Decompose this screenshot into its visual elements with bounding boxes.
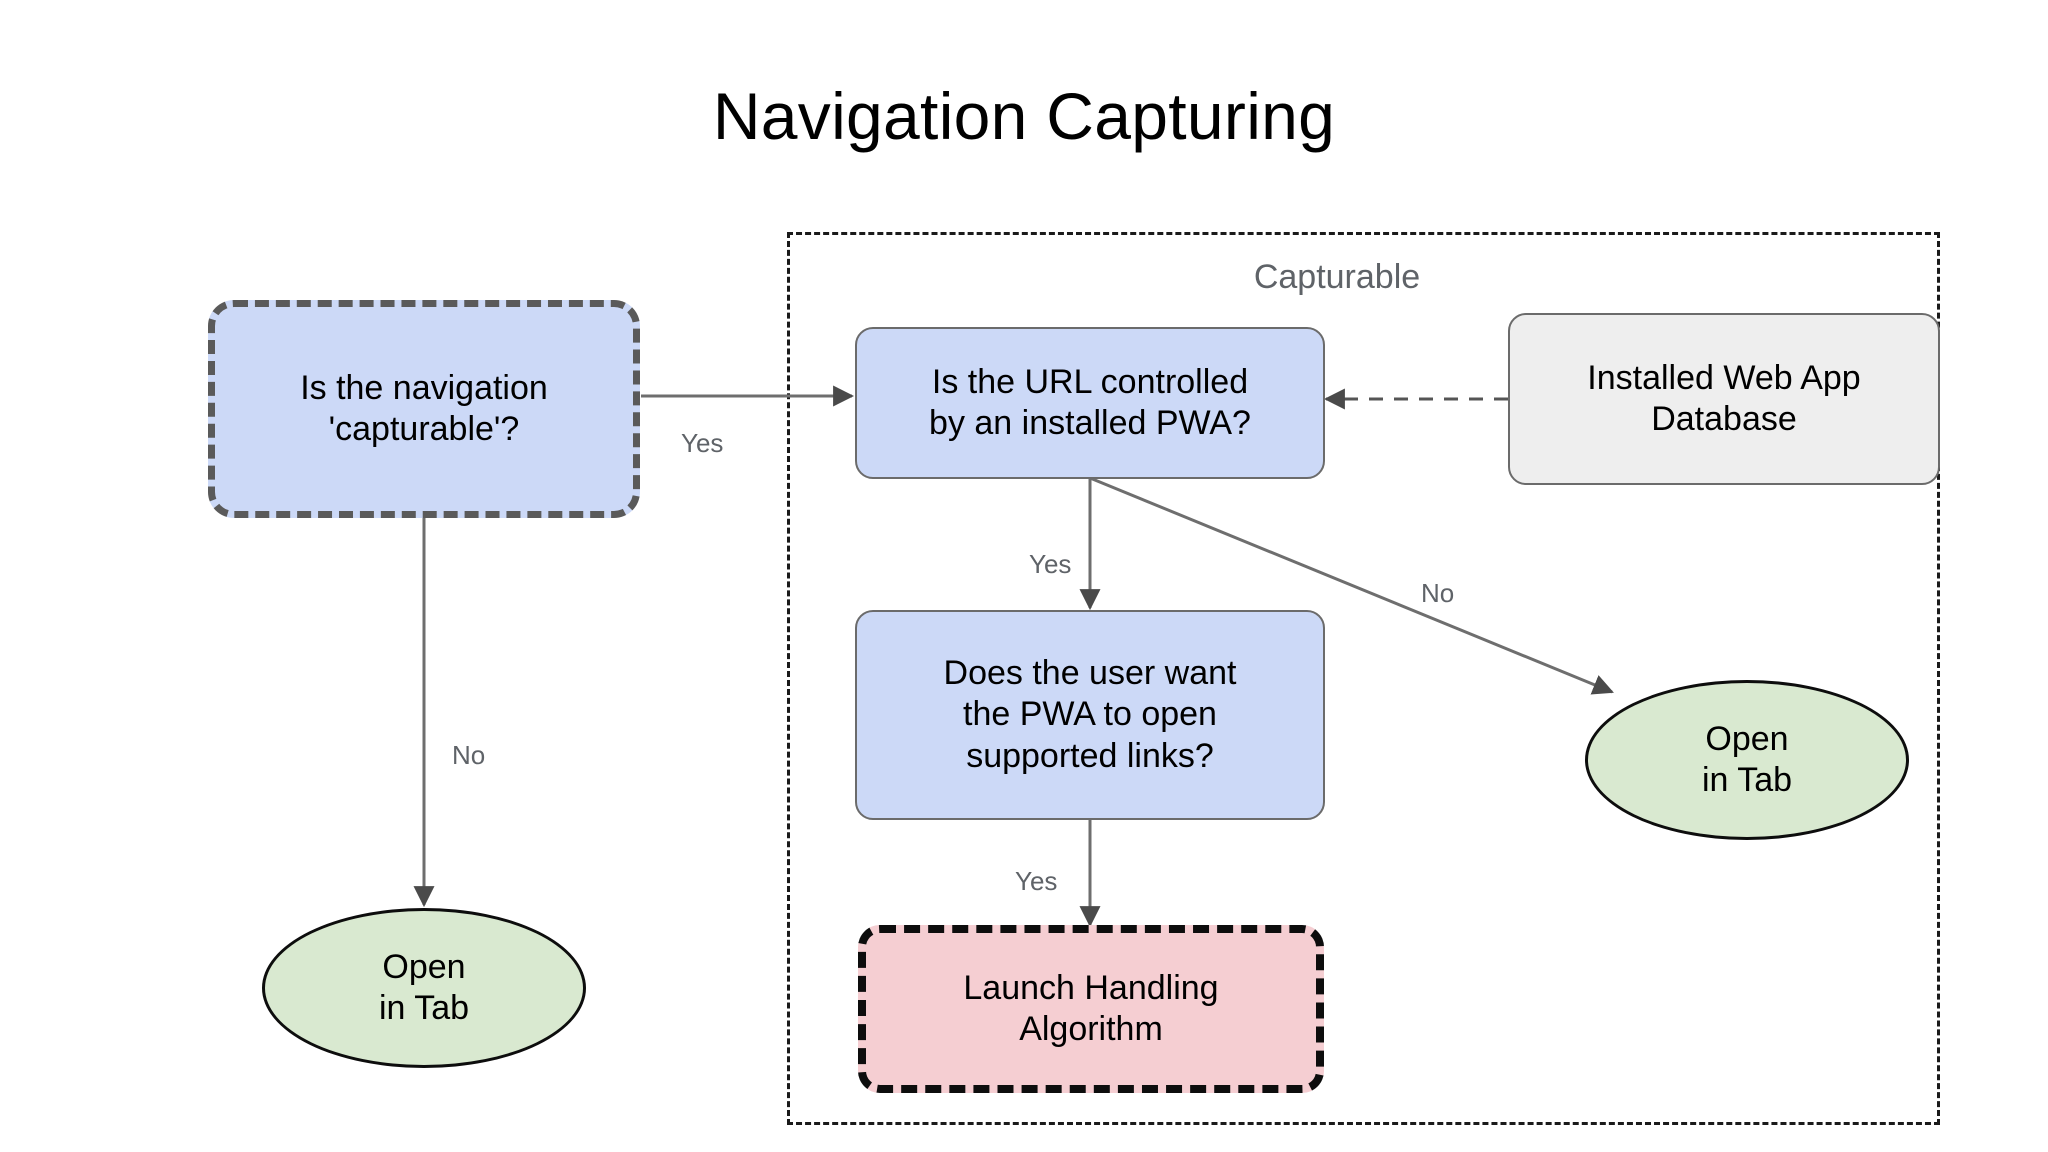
node-launch-handling-algorithm[interactable]: Launch Handling Algorithm: [858, 925, 1324, 1093]
capturable-group-container: [787, 232, 1940, 1125]
edge-label-user-yes: Yes: [1015, 866, 1058, 896]
edge-label-url-yes: Yes: [1029, 549, 1072, 579]
edge-label-url-no: No: [1421, 578, 1455, 608]
node-url-controlled-by-pwa[interactable]: Is the URL controlled by an installed PW…: [855, 327, 1325, 479]
node-is-capturable[interactable]: Is the navigation 'capturable'?: [208, 300, 640, 518]
capturable-group-label: Capturable: [1253, 258, 1421, 296]
edge-label-capturable-yes: Yes: [681, 428, 724, 458]
edge-label-capturable-no: No: [452, 740, 486, 770]
page-title: Navigation Capturing: [712, 79, 1336, 153]
node-does-user-want-pwa-open-links[interactable]: Does the user want the PWA to open suppo…: [855, 610, 1325, 820]
node-installed-web-app-database[interactable]: Installed Web App Database: [1508, 313, 1940, 485]
node-open-in-tab-left[interactable]: Open in Tab: [262, 908, 586, 1068]
node-open-in-tab-right[interactable]: Open in Tab: [1585, 680, 1909, 840]
